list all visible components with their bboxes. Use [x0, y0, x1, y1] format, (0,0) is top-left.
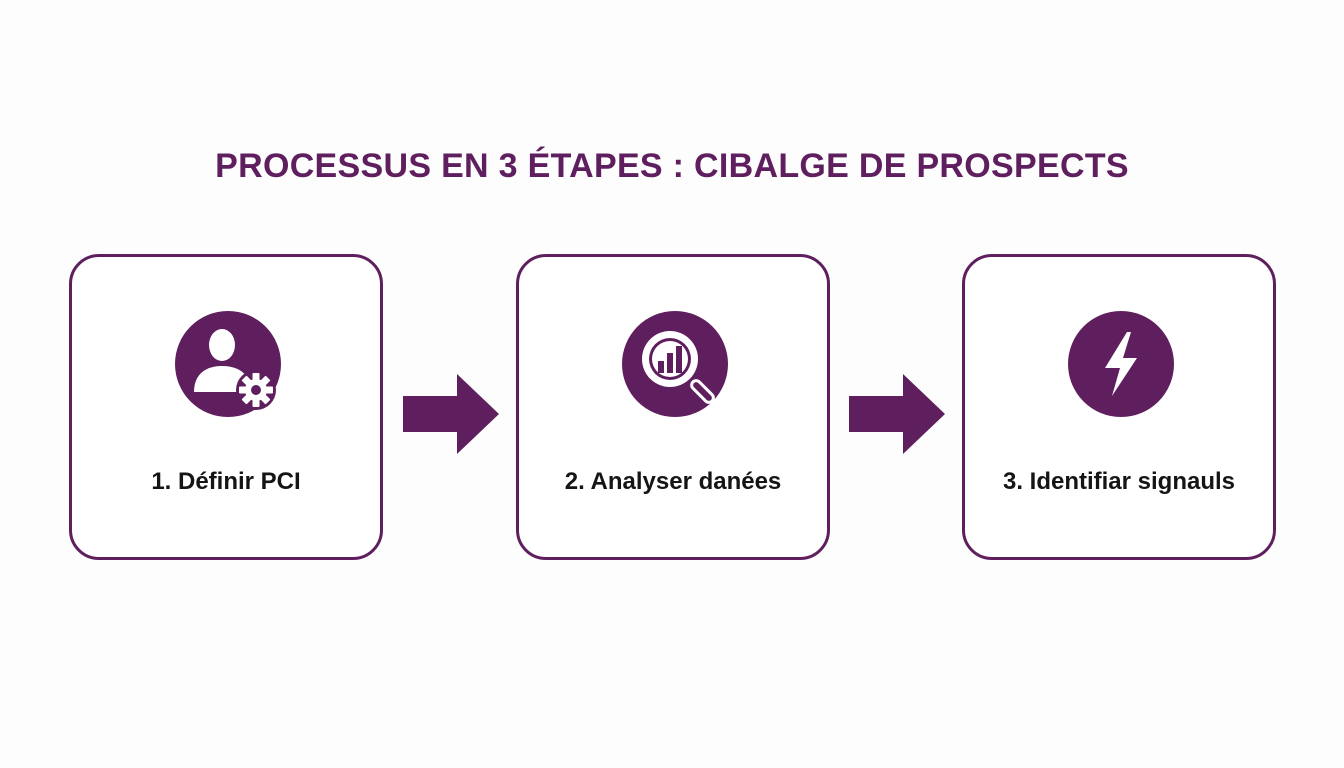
step-card-3: 3. Identifiar signauls — [962, 254, 1276, 560]
step-label-1: 1. Définir PCI — [151, 468, 301, 495]
magnifier-chart-icon — [619, 308, 731, 420]
step-card-1: 1. Définir PCI — [69, 254, 383, 560]
right-arrow-icon — [401, 372, 501, 456]
user-gear-icon — [172, 308, 284, 420]
step-label-3: 3. Identifiar signauls — [1002, 468, 1236, 495]
step-card-2: 2. Analyser danées — [516, 254, 830, 560]
lightning-bolt-icon — [1065, 308, 1177, 420]
diagram-title: PROCESSUS EN 3 ÉTAPES : CIBALGE DE PROSP… — [215, 147, 1129, 185]
right-arrow-icon — [847, 372, 947, 456]
step-label-2: 2. Analyser danées — [564, 468, 782, 495]
